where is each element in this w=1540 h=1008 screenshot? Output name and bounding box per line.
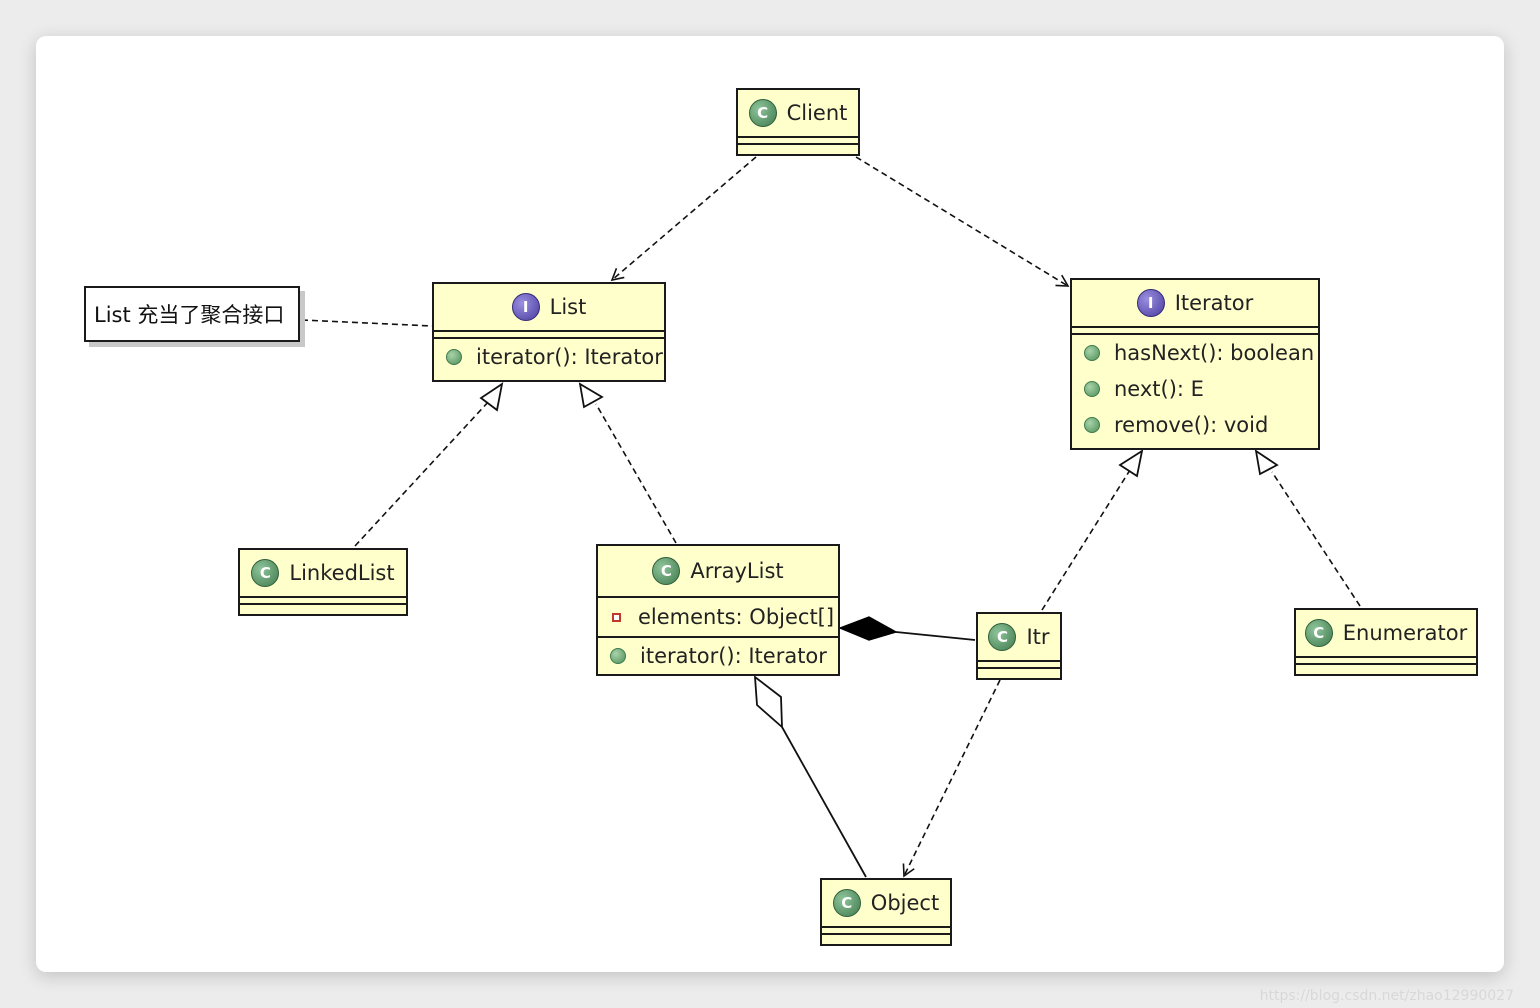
class-c-icon: C	[1304, 619, 1333, 647]
class-enumerator-name: Enumerator	[1342, 621, 1468, 645]
realization-arrow-linkedlist	[479, 382, 504, 412]
interface-iterator-name: Iterator	[1174, 291, 1254, 315]
attribute-compartment	[1296, 656, 1476, 663]
dependency-client-iterator	[855, 156, 1070, 287]
class-enumerator[interactable]: C Enumerator	[1294, 608, 1478, 676]
method-row[interactable]: iterator(): Iterator	[598, 638, 838, 674]
attribute-compartment	[240, 596, 406, 603]
field-signature: elements: Object[]	[638, 605, 835, 629]
operation-compartment: iterator(): Iterator	[598, 636, 838, 674]
class-c-icon: C	[832, 889, 861, 917]
aggregation-diamond	[753, 675, 783, 730]
class-object-header: C Object	[822, 880, 950, 926]
operation-compartment: hasNext(): boolean next(): E remove(): v…	[1072, 333, 1318, 443]
note-aggregate-interface: List 充当了聚合接口	[84, 286, 300, 342]
attribute-compartment	[434, 330, 664, 337]
realization-arrow-enumerator	[1254, 449, 1279, 476]
class-linkedlist-header: C LinkedList	[240, 550, 406, 596]
class-itr-name: Itr	[1026, 625, 1050, 649]
interface-i-icon: I	[511, 293, 540, 321]
public-method-icon	[446, 349, 462, 365]
attribute-compartment	[822, 926, 950, 933]
realization-itr-iterator	[1041, 469, 1131, 611]
interface-i-icon: I	[1136, 289, 1165, 317]
method-row[interactable]: hasNext(): boolean	[1072, 335, 1318, 371]
method-row[interactable]: next(): E	[1072, 371, 1318, 407]
class-itr[interactable]: C Itr	[976, 612, 1062, 680]
class-c-icon: C	[748, 99, 777, 127]
dependency-itr-object	[902, 679, 1001, 878]
class-arraylist-name: ArrayList	[690, 559, 784, 583]
aggregation-line	[781, 726, 867, 878]
class-client-name: Client	[786, 101, 848, 125]
class-arraylist-header: C ArrayList	[598, 546, 838, 596]
class-c-icon: C	[251, 559, 280, 587]
composition-diamond	[838, 616, 898, 641]
operation-compartment	[240, 603, 406, 605]
dependency-client-list	[610, 156, 757, 282]
attribute-compartment	[978, 660, 1060, 667]
method-row[interactable]: remove(): void	[1072, 407, 1318, 443]
class-client-header: C Client	[738, 90, 858, 136]
attribute-compartment: elements: Object[]	[598, 596, 838, 636]
public-method-icon	[1084, 417, 1100, 433]
watermark-text: https://blog.csdn.net/zhao12990027	[1259, 988, 1514, 1004]
attribute-compartment	[738, 136, 858, 143]
class-enumerator-header: C Enumerator	[1296, 610, 1476, 656]
class-linkedlist-name: LinkedList	[289, 561, 395, 585]
operation-compartment: iterator(): Iterator	[434, 337, 664, 375]
interface-list[interactable]: I List iterator(): Iterator	[432, 282, 666, 382]
realization-enumerator-iterator	[1271, 471, 1361, 607]
class-linkedlist[interactable]: C LinkedList	[238, 548, 408, 616]
class-c-icon: C	[988, 623, 1017, 651]
interface-list-name: List	[549, 295, 587, 319]
realization-arrow-arraylist	[578, 382, 604, 409]
method-row[interactable]: iterator(): Iterator	[434, 339, 664, 375]
public-method-icon	[1084, 381, 1100, 397]
note-text: List 充当了聚合接口	[94, 303, 285, 327]
private-field-icon	[612, 612, 621, 622]
operation-compartment	[1296, 663, 1476, 665]
realization-arrow-itr	[1118, 449, 1144, 478]
method-signature: iterator(): Iterator	[476, 345, 663, 369]
interface-list-header: I List	[434, 284, 664, 330]
method-signature: next(): E	[1114, 377, 1204, 401]
public-method-icon	[610, 648, 626, 664]
realization-arraylist-list	[595, 403, 677, 544]
class-c-icon: C	[652, 557, 681, 585]
field-row[interactable]: elements: Object[]	[598, 598, 838, 636]
composition-line	[895, 631, 976, 641]
method-signature: remove(): void	[1114, 413, 1269, 437]
method-signature: iterator(): Iterator	[640, 644, 827, 668]
interface-iterator[interactable]: I Iterator hasNext(): boolean next(): E …	[1070, 278, 1320, 450]
class-object-name: Object	[870, 891, 940, 915]
class-client[interactable]: C Client	[736, 88, 860, 156]
attribute-compartment	[1072, 326, 1318, 333]
operation-compartment	[738, 143, 858, 145]
note-anchor-line	[301, 319, 433, 327]
method-signature: hasNext(): boolean	[1114, 341, 1315, 365]
interface-iterator-header: I Iterator	[1072, 280, 1318, 326]
class-object[interactable]: C Object	[820, 878, 952, 946]
public-method-icon	[1084, 345, 1100, 361]
operation-compartment	[978, 667, 1060, 669]
diagram-canvas	[36, 36, 1504, 972]
operation-compartment	[822, 933, 950, 935]
class-itr-header: C Itr	[978, 614, 1060, 660]
realization-linkedlist-list	[354, 399, 491, 547]
class-arraylist[interactable]: C ArrayList elements: Object[] iterator(…	[596, 544, 840, 676]
